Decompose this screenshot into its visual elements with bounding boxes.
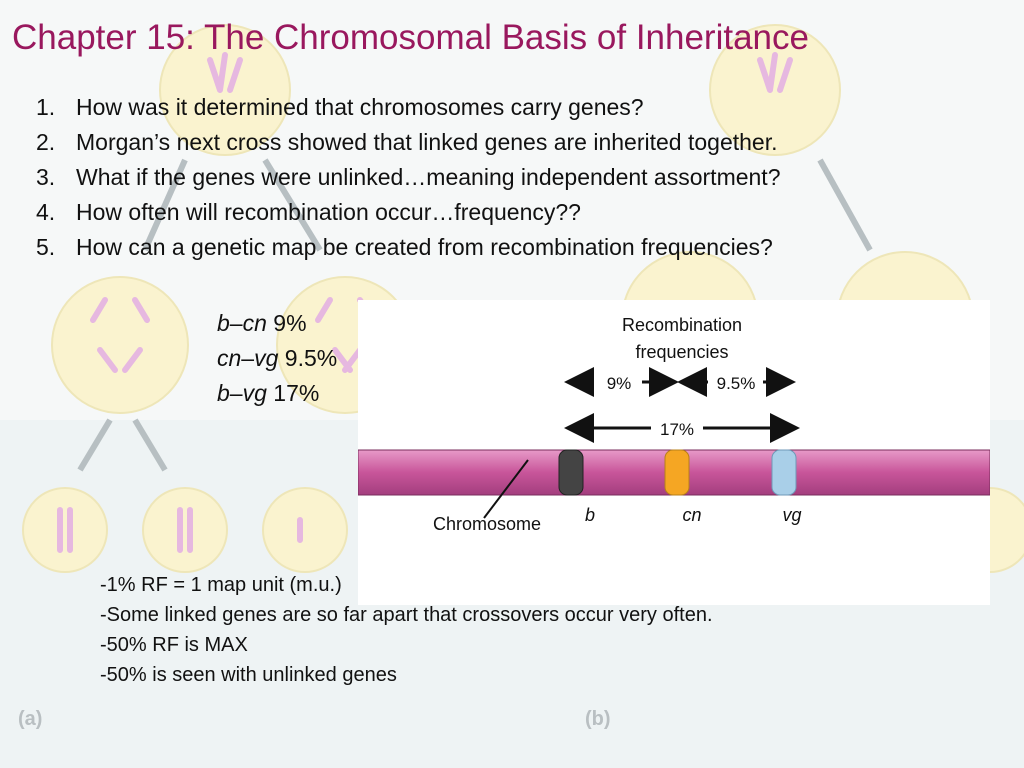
diagram-heading-line1: Recombination bbox=[622, 315, 742, 335]
chromosome-pointer bbox=[483, 459, 529, 519]
gene-label-vg: vg bbox=[782, 505, 801, 525]
genetic-map-svg: Recombination frequencies 9% 9.5% 17% Ch… bbox=[357, 315, 991, 534]
list-item: -50% is seen with unlinked genes bbox=[100, 664, 397, 686]
question-list: 1.How was it determined that chromosomes… bbox=[36, 90, 781, 265]
list-item: 5.How can a genetic map be created from … bbox=[36, 234, 773, 260]
list-item: -50% RF is MAX bbox=[100, 634, 248, 656]
diagram-heading-line2: frequencies bbox=[635, 342, 728, 362]
gene-label-cn: cn bbox=[682, 505, 701, 525]
list-item: -Some linked genes are so far apart that… bbox=[100, 604, 713, 626]
gene-band-b bbox=[558, 449, 584, 496]
figure-label-b: (b) bbox=[585, 708, 611, 730]
label-9-5-percent: 9.5% bbox=[717, 374, 756, 393]
frequency-cn-vg: cn–vg 9.5% bbox=[217, 345, 338, 371]
page-title: Chapter 15: The Chromosomal Basis of Inh… bbox=[12, 18, 809, 57]
gene-band-vg bbox=[771, 449, 797, 496]
frequency-list: b–cn 9% cn–vg 9.5% b–vg 17% bbox=[217, 306, 337, 411]
chromosome-label: Chromosome bbox=[433, 514, 541, 534]
list-item: 1.How was it determined that chromosomes… bbox=[36, 94, 644, 120]
frequency-b-cn: b–cn 9% bbox=[217, 310, 307, 336]
list-item: -1% RF = 1 map unit (m.u.) bbox=[100, 574, 342, 596]
list-item: 4.How often will recombination occur…fre… bbox=[36, 199, 581, 225]
genetic-map-diagram: Recombination frequencies 9% 9.5% 17% Ch… bbox=[357, 300, 991, 605]
notes-list: -1% RF = 1 map unit (m.u.) -Some linked … bbox=[100, 570, 713, 690]
gene-band-cn bbox=[664, 449, 690, 496]
figure-label-a: (a) bbox=[18, 708, 42, 730]
list-item: 3.What if the genes were unlinked…meanin… bbox=[36, 164, 781, 190]
frequency-b-vg: b–vg 17% bbox=[217, 380, 320, 406]
gene-label-b: b bbox=[585, 505, 595, 525]
list-item: 2.Morgan’s next cross showed that linked… bbox=[36, 129, 778, 155]
label-17-percent: 17% bbox=[660, 420, 694, 439]
label-9-percent: 9% bbox=[607, 374, 632, 393]
